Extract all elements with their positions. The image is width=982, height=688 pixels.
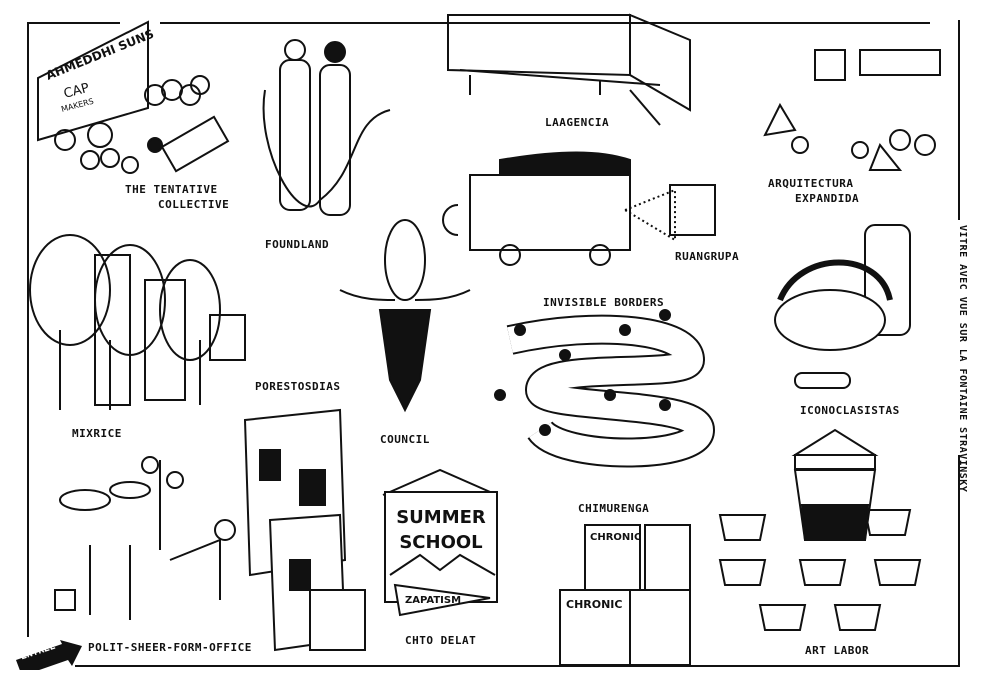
wall-bottom [75,665,960,667]
label-mixrice: MIXRICE [72,427,122,440]
newspaper-title: CHRONIC [590,532,641,543]
label-polit-sheer-form-office: POLIT-SHEER-FORM-OFFICE [88,641,252,654]
label-arquitectura: ARQUITECTURA [768,177,854,190]
label-tentative-collective: THE TENTATIVE [125,183,218,196]
cap-makers-sign: AHMEDDHI SUNS CAP MAKERS [37,20,156,142]
plants-basket [774,224,911,389]
label-expandida: EXPANDIDA [795,192,860,205]
wall-right-bottom [958,455,960,665]
exercise-machines [54,456,236,620]
banner-line-1: SUMMER [396,507,486,528]
label-council: COUNCIL [380,433,430,446]
label-chto-delat: CHTO DELAT [405,634,477,647]
wall-top-left [27,22,120,24]
winding-path [494,309,716,468]
label-chimurenga: CHIMURENGA [578,502,650,515]
ruangrupa-truck [442,151,716,266]
wall-left [27,22,29,637]
council-broom [339,219,471,413]
label-iconoclasistas: ICONOCLASISTAS [800,404,900,417]
pennant-text: ZAPATISM [405,595,461,606]
trees-and-buildings [29,234,246,410]
foundland-figures [262,39,391,216]
playground-objects [763,49,941,171]
label-foundland: FOUNDLAND [265,238,330,251]
bags [54,75,230,174]
newspapers: CHRONIC CHRONIC [559,524,691,666]
entrance-arrow: ENTRÉE [14,640,82,676]
wall-right-top [958,20,960,220]
label-laagencia: LAAGENCIA [545,116,610,129]
laagencia-wall [447,13,691,126]
label-porestosdias: PORESTOSDIAS [255,380,341,393]
window-label: VITRE AVEC VUE SUR LA FONTAINE STRAVINSK… [957,225,968,493]
label-ruangrupa: RUANGRUPA [675,250,740,263]
summer-school-banner: SUMMER SCHOOL ZAPATISM [382,468,498,617]
label-art-labor: ART LABOR [805,644,870,657]
banner-line-2: SCHOOL [399,532,482,553]
sign-cap: CAP [62,81,91,102]
arrow-icon [16,640,82,676]
coffee-and-bowls [718,428,922,631]
label-invisible-borders: INVISIBLE BORDERS [543,296,665,309]
label-tentative-collective-2: COLLECTIVE [158,198,230,211]
newspaper-title: CHRONIC [566,598,622,611]
wall-top [160,22,930,24]
folded-booklets [243,408,366,652]
